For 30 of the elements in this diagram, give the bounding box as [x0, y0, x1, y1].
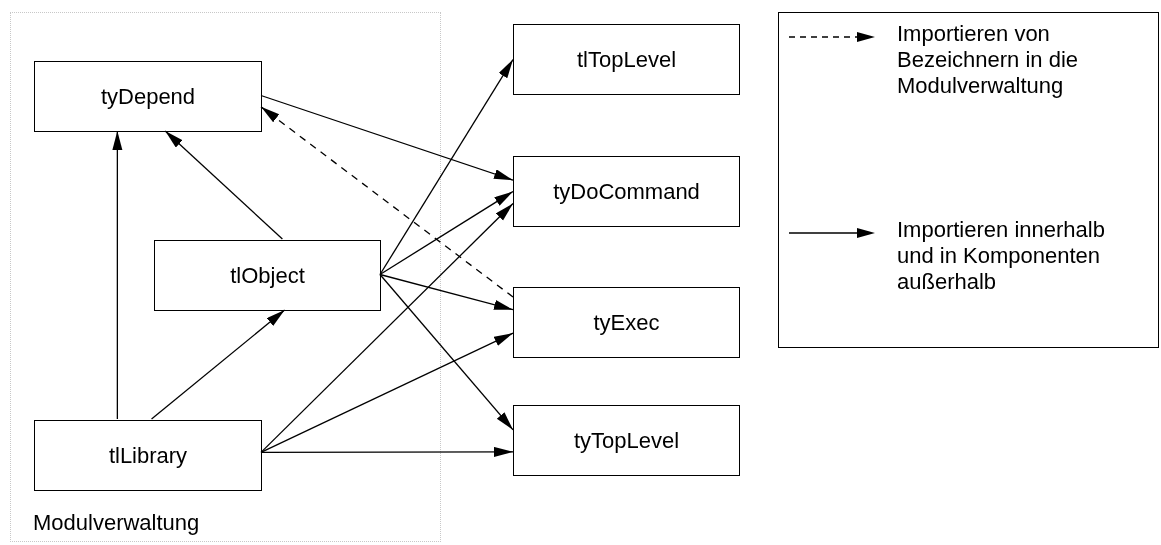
legend-text: Importieren innerhalb und in Komponenten außerhalb [897, 217, 1106, 295]
module-box [513, 405, 740, 476]
module-region [10, 12, 441, 542]
arrow [260, 332, 514, 453]
arrow [164, 130, 284, 240]
arrow [379, 190, 514, 276]
module-box [154, 240, 381, 311]
module-box [513, 24, 740, 95]
legend-text: Importieren von Bezeichnern in die Modulverwaltung [897, 21, 1079, 99]
module-box [513, 287, 740, 358]
region-label: Modulverwaltung [33, 509, 200, 537]
arrow [260, 106, 514, 298]
module-name: tlTopLevel [576, 46, 677, 74]
arrow [379, 273, 514, 431]
module-name: tlObject [230, 262, 305, 290]
module-box [513, 156, 740, 227]
arrow [112, 130, 123, 420]
arrow [260, 202, 514, 453]
arrow [260, 446, 514, 457]
module-name: tyDepend [100, 83, 196, 111]
arrow [379, 58, 514, 276]
arrow [260, 94, 514, 181]
module-name: tyTopLevel [573, 427, 680, 455]
arrow [150, 309, 286, 420]
module-name: tlLibrary [108, 442, 188, 470]
module-box [34, 420, 262, 491]
arrow [379, 273, 514, 311]
module-box [34, 61, 262, 132]
module-name: tyDoCommand [553, 178, 700, 206]
module-name: tyExec [593, 309, 660, 337]
